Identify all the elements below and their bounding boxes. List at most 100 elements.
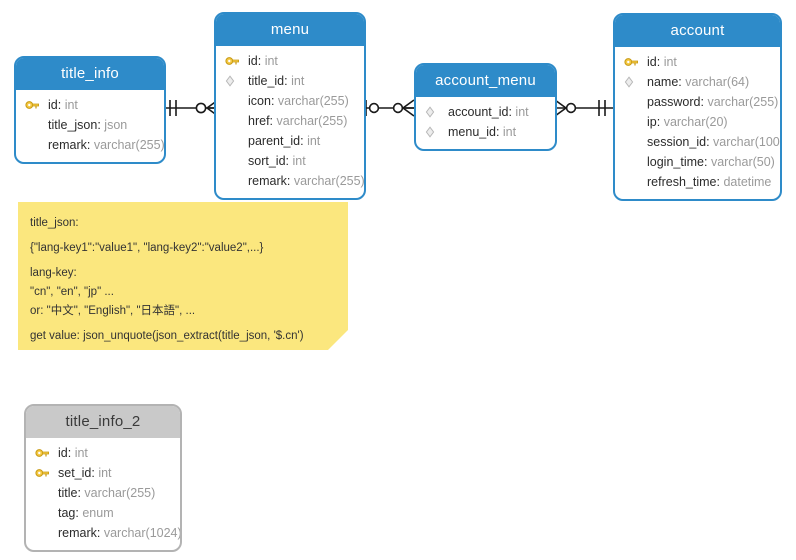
field-type: enum: [82, 506, 114, 520]
primary-key-icon: [35, 449, 49, 457]
field-account_menu-menu_id[interactable]: menu_id: int: [416, 122, 555, 142]
field-type: int: [98, 466, 112, 480]
field-name: menu_id: [448, 125, 496, 139]
entity-account_menu-fields: account_id: int menu_id: int: [416, 97, 555, 149]
field-type: varchar(255): [293, 174, 365, 188]
field-type: varchar(20): [663, 115, 728, 129]
connector-account_menu-account[interactable]: [554, 96, 616, 120]
field-name: set_id: [58, 466, 92, 480]
field-type: datetime: [723, 175, 772, 189]
note-line-6: get value: json_unquote(json_extract(tit…: [30, 330, 304, 342]
field-type: varchar(50): [710, 155, 775, 169]
field-account-id[interactable]: id: int: [615, 52, 780, 72]
field-name: icon: [248, 94, 271, 108]
field-name: account_id: [448, 105, 509, 119]
primary-key-icon: [624, 58, 638, 66]
field-account-password[interactable]: password: varchar(255): [647, 95, 779, 109]
field-name: refresh_time: [647, 175, 717, 189]
entity-title_info[interactable]: title_info id: int title_json: json rema…: [14, 56, 166, 164]
field-type: int: [291, 74, 305, 88]
entity-account-fields: id: int name: varchar(64) password: varc…: [615, 47, 780, 199]
field-title_info_2-remark[interactable]: remark: varchar(1024): [58, 526, 182, 540]
primary-key-icon: [35, 469, 49, 477]
field-account-ip[interactable]: ip: varchar(20): [647, 115, 728, 129]
connector-menu-account_menu[interactable]: [362, 96, 418, 120]
field-type: int: [64, 98, 78, 112]
field-account_menu-account_id[interactable]: account_id: int: [416, 102, 555, 122]
field-menu-icon[interactable]: icon: varchar(255): [248, 94, 349, 108]
foreign-key-icon: [425, 106, 435, 118]
field-name: title_json: [48, 118, 98, 132]
field-name: id: [58, 446, 68, 460]
entity-title_info-fields: id: int title_json: json remark: varchar…: [16, 90, 164, 162]
field-type: int: [663, 55, 677, 69]
entity-account_menu-header: account_menu: [416, 65, 555, 97]
field-title_info_2-id[interactable]: id: int: [26, 443, 180, 463]
field-name: session_id: [647, 135, 707, 149]
field-name: sort_id: [248, 154, 286, 168]
field-name: login_time: [647, 155, 704, 169]
field-type: varchar(255): [93, 138, 165, 152]
field-menu-href[interactable]: href: varchar(255): [248, 114, 348, 128]
primary-key-icon: [25, 101, 39, 109]
field-type: varchar(255): [707, 95, 779, 109]
field-title_info_2-title[interactable]: title: varchar(255): [58, 486, 156, 500]
entity-account[interactable]: account id: int name: varchar(64) passwo…: [613, 13, 782, 201]
foreign-key-icon: [425, 126, 435, 138]
foreign-key-icon: [225, 75, 235, 87]
field-name: title_id: [248, 74, 285, 88]
field-name: password: [647, 95, 701, 109]
field-account-session_id[interactable]: session_id: varchar(100): [647, 135, 782, 149]
field-name: remark: [248, 174, 287, 188]
entity-title_info-header: title_info: [16, 58, 164, 90]
note-fold-corner-icon: [328, 330, 348, 350]
field-type: varchar(64): [685, 75, 750, 89]
field-menu-parent_id[interactable]: parent_id: int: [248, 134, 321, 148]
title-json-note[interactable]: title_json: {"lang-key1":"value1", "lang…: [18, 202, 348, 350]
field-title_info-remark[interactable]: remark: varchar(255): [48, 138, 165, 152]
field-name: href: [248, 114, 270, 128]
field-title_info-title_json[interactable]: title_json: json: [48, 118, 128, 132]
entity-account_menu[interactable]: account_menu account_id: int menu_id: in…: [414, 63, 557, 151]
field-title_info-id[interactable]: id: int: [16, 95, 164, 115]
field-menu-remark[interactable]: remark: varchar(255): [248, 174, 365, 188]
entity-title_info_2-fields: id: int set_id: int title: varchar(255) …: [26, 438, 180, 550]
entity-menu-fields: id: int title_id: int icon: varchar(255)…: [216, 46, 364, 198]
field-type: varchar(1024): [103, 526, 182, 540]
field-type: varchar(100): [713, 135, 782, 149]
connector-title_info-menu[interactable]: [160, 96, 222, 120]
field-name: name: [647, 75, 679, 89]
note-line-1: title_json:: [30, 217, 79, 229]
field-title_info_2-tag[interactable]: tag: enum: [58, 506, 114, 520]
field-menu-id[interactable]: id: int: [216, 51, 364, 71]
field-menu-sort_id[interactable]: sort_id: int: [248, 154, 306, 168]
field-account-name[interactable]: name: varchar(64): [615, 72, 780, 92]
field-type: varchar(255): [277, 94, 349, 108]
field-type: json: [104, 118, 128, 132]
entity-menu-header: menu: [216, 14, 364, 46]
field-name: id: [48, 98, 58, 112]
entity-menu[interactable]: menu id: int title_id: int icon: varchar…: [214, 12, 366, 200]
field-type: int: [292, 154, 306, 168]
field-name: id: [248, 54, 258, 68]
entity-title_info_2[interactable]: title_info_2 id: int set_id: int: [24, 404, 182, 552]
primary-key-icon: [225, 57, 239, 65]
field-account-refresh_time[interactable]: refresh_time: datetime: [647, 175, 772, 189]
field-type: int: [502, 125, 517, 139]
field-name: title: [58, 486, 78, 500]
field-name: id: [647, 55, 657, 69]
note-line-5: or: "中文", "English", "日本語", ...: [30, 305, 196, 317]
field-account-login_time[interactable]: login_time: varchar(50): [647, 155, 775, 169]
field-type: int: [74, 446, 88, 460]
note-line-2: {"lang-key1":"value1", "lang-key2":"valu…: [30, 242, 264, 254]
field-menu-title_id[interactable]: title_id: int: [216, 71, 364, 91]
field-title_info_2-set_id[interactable]: set_id: int: [26, 463, 180, 483]
note-line-3: lang-key:: [30, 267, 77, 279]
field-type: int: [515, 105, 529, 119]
field-name: parent_id: [248, 134, 301, 148]
entity-account-header: account: [615, 15, 780, 47]
field-type: varchar(255): [84, 486, 156, 500]
field-type: varchar(255): [276, 114, 348, 128]
note-line-4: "cn", "en", "jp" ...: [30, 286, 114, 298]
